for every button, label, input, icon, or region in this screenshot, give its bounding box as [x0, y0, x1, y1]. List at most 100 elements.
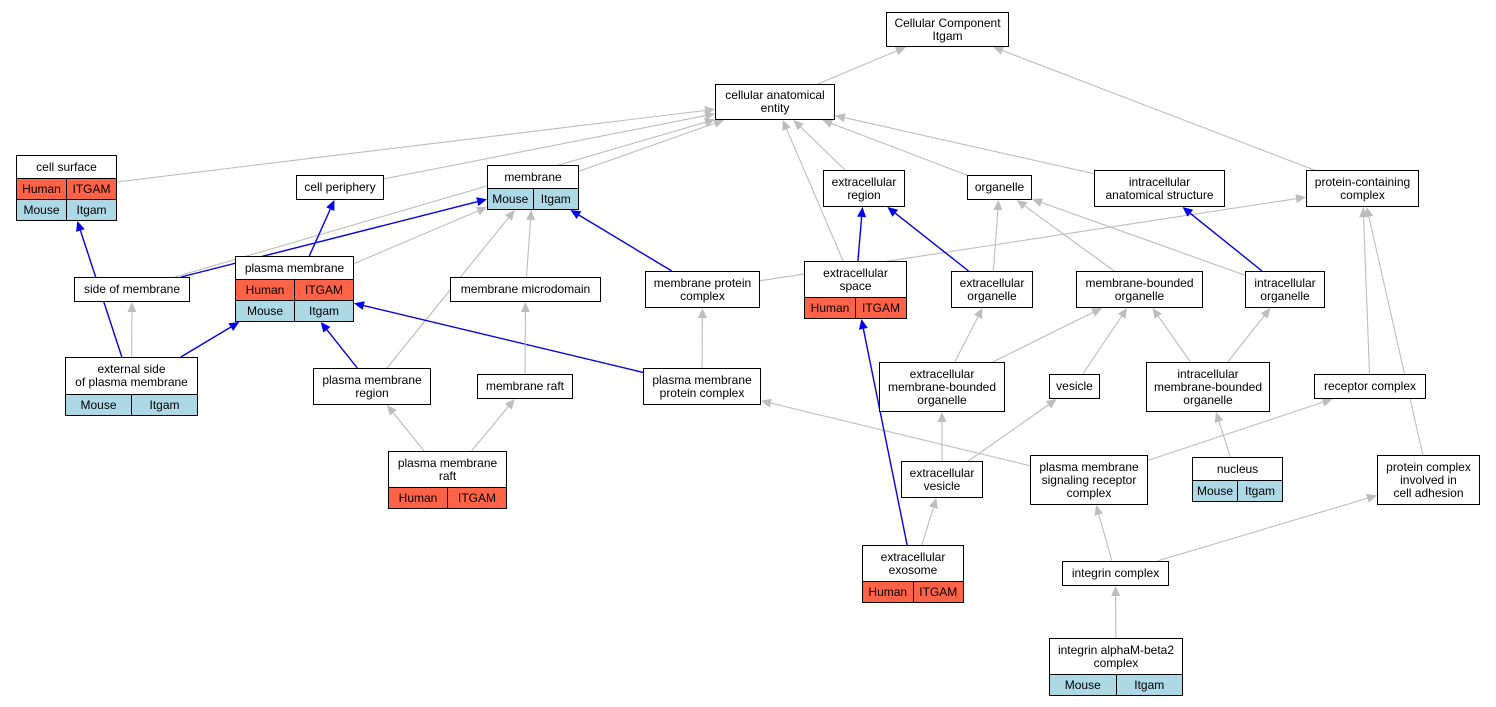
edge-ecorg-to-ecreg	[894, 212, 969, 272]
edge-pm-to-membrane	[353, 210, 479, 265]
arrowhead-organelle-to-cae	[822, 119, 834, 128]
species-label: Human	[22, 182, 61, 196]
arrowhead-pmpc-to-pm	[354, 301, 365, 310]
edge-pmpc-to-pm	[363, 304, 644, 374]
edge-pcica-to-pcc	[1368, 216, 1424, 456]
arrowhead-espm-to-cellsurf	[76, 221, 85, 232]
edge-espm-to-pm	[180, 326, 232, 358]
edge-som-to-cae	[174, 121, 706, 278]
edge-membrane-to-cae	[578, 122, 715, 172]
node-integrin-complex[interactable]: integrin complex	[1062, 561, 1169, 586]
arrowhead-som-to-cae	[704, 118, 715, 127]
edge-icmbo-to-mbo	[1157, 315, 1191, 363]
arrowhead-intc-to-pcica	[1366, 493, 1377, 503]
arrowhead-pmreg-to-pm	[320, 322, 331, 333]
arrowhead-mpc-to-pcc	[1295, 194, 1306, 204]
node-receptor-complex[interactable]: receptor complex	[1314, 374, 1426, 399]
node-label: organelle	[974, 180, 1025, 194]
node-label: protein complex involved in cell adhesio…	[1386, 459, 1471, 500]
node-cellular-component-itgam[interactable]: Cellular Component Itgam	[886, 12, 1009, 47]
arrowhead-ias-to-cae	[835, 113, 846, 123]
node-plasma-membrane-signaling-receptor-complex[interactable]: plasma membrane signaling receptor compl…	[1030, 455, 1148, 505]
node-label: membrane	[504, 169, 562, 184]
node-intracellular-anatomical-structure[interactable]: intracellular anatomical structure	[1094, 170, 1225, 207]
node-extracellular-organelle[interactable]: extracellular organelle	[951, 271, 1033, 308]
node-extracellular-region[interactable]: extracellular region	[823, 170, 905, 207]
node-membrane-protein-complex[interactable]: membrane protein complex	[645, 271, 760, 308]
edge-ecorg-to-organelle	[992, 209, 999, 272]
node-membrane-bounded-organelle[interactable]: membrane-bounded organelle	[1076, 271, 1203, 308]
arrowhead-mpc-to-membrane	[570, 210, 582, 219]
edge-som-to-membrane	[180, 200, 478, 278]
arrowhead-intc-to-pmsrc	[1094, 505, 1104, 516]
species-label: Mouse	[246, 304, 284, 318]
node-protein-containing-complex[interactable]: protein-containing complex	[1306, 170, 1419, 207]
node-plasma-membrane-protein-complex[interactable]: plasma membrane protein complex	[643, 368, 761, 405]
arrowhead-cae-to-root	[894, 46, 906, 55]
arrowhead-ecspace-to-ecreg	[857, 207, 867, 218]
node-organelle[interactable]: organelle	[967, 175, 1032, 200]
node-protein-complex-involved-in-cell-adhesion[interactable]: protein complex involved in cell adhesio…	[1377, 455, 1480, 505]
edge-pmsrc-to-rc	[1147, 401, 1324, 461]
node-label: external side of plasma membrane	[75, 362, 188, 389]
species-label: Human	[398, 491, 438, 505]
node-vesicle[interactable]: vesicle	[1049, 374, 1100, 399]
edge-mmd-to-membrane	[525, 219, 532, 278]
node-plasma-membrane-region[interactable]: plasma membrane region	[313, 368, 431, 405]
node-intracellular-membrane-bounded-organelle[interactable]: intracellular membrane-bounded organelle	[1146, 362, 1270, 412]
node-label: membrane raft	[485, 379, 565, 393]
node-label: extracellular space	[823, 265, 888, 293]
node-cellular-anatomical-entity[interactable]: cellular anatomical entity	[715, 84, 835, 120]
node-side-of-membrane[interactable]: side of membrane	[74, 277, 190, 302]
edge-cellsurf-to-cae	[116, 109, 706, 183]
node-label: integrin complex	[1071, 566, 1160, 580]
species-label: Human	[810, 301, 850, 315]
node-label: extracellular region	[831, 174, 897, 202]
arrowhead-nucleus-to-icmbo	[1214, 412, 1224, 423]
arrowhead-mmd-to-membrane	[526, 210, 536, 221]
node-cell-periphery[interactable]: cell periphery	[296, 175, 384, 200]
edge-ecreg-to-cae	[800, 126, 846, 171]
node-label: plasma membrane signaling receptor compl…	[1039, 459, 1139, 500]
arrowhead-icorg-to-organelle	[1032, 198, 1043, 207]
node-extracellular-membrane-bounded-organelle[interactable]: extracellular membrane-bounded organelle	[879, 362, 1005, 412]
node-label: membrane protein complex	[653, 275, 752, 303]
node-label: integrin alphaM-beta2 complex	[1057, 642, 1175, 670]
arrowhead-ecorg-to-ecreg	[887, 207, 899, 217]
node-label: side of membrane	[83, 282, 181, 296]
node-label: extracellular organelle	[959, 275, 1025, 303]
gene-label: ITGAM	[447, 488, 506, 508]
arrowhead-pmpc-to-mpc	[697, 308, 707, 318]
human-gene-row: Human ITGAM	[389, 487, 506, 508]
node-label: intracellular anatomical structure	[1105, 174, 1214, 202]
edge-ias-to-cae	[844, 117, 1095, 175]
arrowhead-pmsrc-to-pmpc	[761, 398, 772, 408]
node-extracellular-vesicle[interactable]: extracellular vesicle	[901, 461, 983, 498]
edge-organelle-to-cae	[831, 123, 968, 176]
node-membrane-microdomain[interactable]: membrane microdomain	[450, 277, 601, 302]
edge-pmsrc-to-pmpc	[770, 402, 1031, 467]
node-intracellular-organelle[interactable]: intracellular organelle	[1245, 271, 1325, 308]
edge-icorg-to-organelle	[1041, 201, 1246, 276]
arrowhead-pmraft-to-mraft	[504, 399, 515, 410]
edge-pm-to-cellper	[308, 208, 331, 257]
edge-nucleus-to-icmbo	[1218, 421, 1231, 458]
arrowhead-ecmbo-to-mbo	[1091, 308, 1102, 317]
node-membrane-raft[interactable]: membrane raft	[477, 374, 573, 399]
arrowhead-ecexo-to-ecves	[929, 498, 938, 509]
edge-ecspace-to-ecreg	[857, 216, 863, 262]
arrowhead-espm-to-pm	[228, 322, 240, 331]
